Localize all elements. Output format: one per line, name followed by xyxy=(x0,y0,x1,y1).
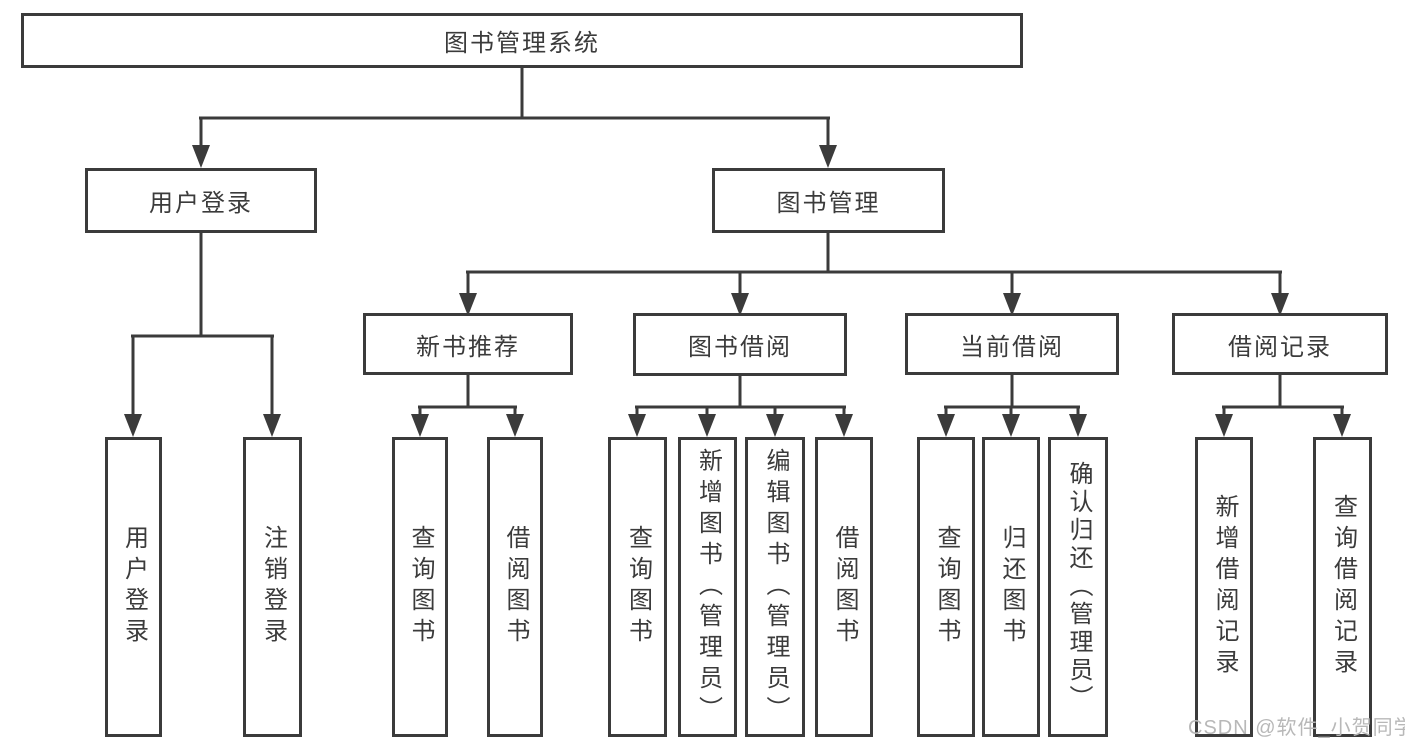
node-label: 查询图书 xyxy=(933,525,960,649)
leaf-query-book-2: 查询图书 xyxy=(608,437,667,737)
leaf-query-borrow-record: 查询借阅记录 xyxy=(1313,437,1372,737)
leaf-query-book-1: 查询图书 xyxy=(392,437,448,737)
node-label: 新书推荐 xyxy=(416,333,520,361)
node-label: 借阅图书 xyxy=(831,525,858,649)
leaf-add-borrow-record: 新增借阅记录 xyxy=(1195,437,1253,737)
connector-borrow-record xyxy=(1215,375,1351,437)
node-label: 归还图书 xyxy=(998,525,1025,649)
node-label: 图书借阅 xyxy=(688,334,792,361)
node-label: 新增图书（管理员） xyxy=(694,447,722,727)
connector-new-book xyxy=(411,375,524,437)
leaf-return-book: 归还图书 xyxy=(982,437,1040,737)
leaf-user-login: 用户登录 xyxy=(105,437,162,737)
node-book-management: 图书管理 xyxy=(712,168,945,233)
connector-book-borrow xyxy=(628,375,853,437)
node-label: 当前借阅 xyxy=(960,333,1064,361)
node-borrow-record: 借阅记录 xyxy=(1172,313,1388,375)
connector-current-borrow xyxy=(937,375,1087,437)
node-label: 查询借阅记录 xyxy=(1329,494,1357,680)
node-label: 图书管理 xyxy=(776,190,881,217)
connector-user-login xyxy=(124,233,281,437)
leaf-borrow-book-2: 借阅图书 xyxy=(815,437,873,737)
node-label: 借阅图书 xyxy=(502,525,529,649)
node-label: 借阅记录 xyxy=(1228,333,1332,361)
connector-root xyxy=(192,66,837,168)
node-label: 注销登录 xyxy=(259,525,287,649)
leaf-confirm-return-admin: 确认归还（管理员） xyxy=(1048,437,1108,737)
leaf-query-book-3: 查询图书 xyxy=(917,437,975,737)
leaf-add-book-admin: 新增图书（管理员） xyxy=(678,437,737,737)
node-label: 查询图书 xyxy=(624,525,652,649)
node-label: 图书管理系统 xyxy=(444,30,600,57)
leaf-borrow-book-1: 借阅图书 xyxy=(487,437,543,737)
node-label: 编辑图书（管理员） xyxy=(762,447,789,727)
node-label: 用户登录 xyxy=(149,190,253,217)
node-label: 确认归还（管理员） xyxy=(1065,461,1092,713)
node-user-login: 用户登录 xyxy=(85,168,317,233)
node-new-book-recommend: 新书推荐 xyxy=(363,313,573,375)
csdn-watermark: CSDN @软件_小贺同学 xyxy=(1188,717,1405,739)
leaf-edit-book-admin: 编辑图书（管理员） xyxy=(745,437,805,737)
node-book-borrow: 图书借阅 xyxy=(633,313,847,376)
node-label: 新增借阅记录 xyxy=(1211,494,1238,680)
node-label: 查询图书 xyxy=(407,525,434,649)
leaf-logout: 注销登录 xyxy=(243,437,302,737)
node-root-library-system: 图书管理系统 xyxy=(21,13,1023,68)
node-label: 用户登录 xyxy=(120,525,148,649)
connector-book-management xyxy=(459,233,1289,316)
node-current-borrow: 当前借阅 xyxy=(905,313,1119,375)
